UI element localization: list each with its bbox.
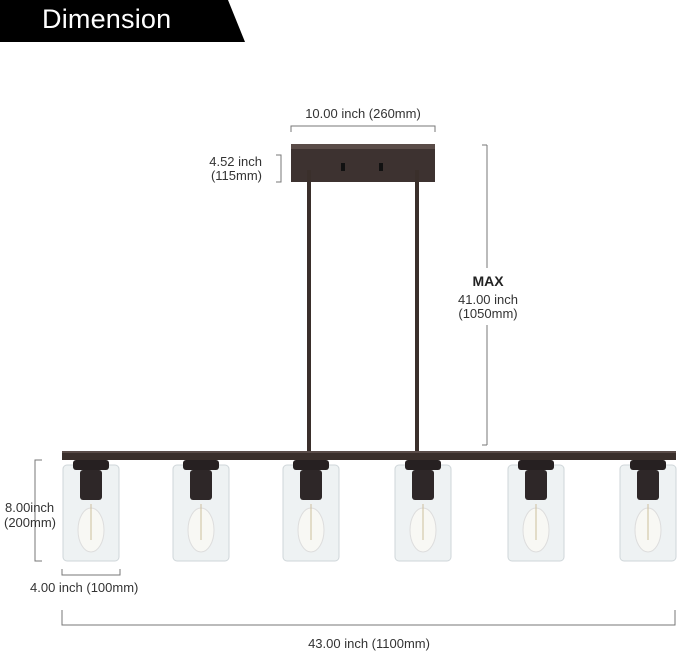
banner-shape — [0, 0, 245, 42]
canopy-height-label-1: 4.52 inch — [209, 154, 262, 169]
canopy-width-label: 10.00 inch (260mm) — [305, 106, 421, 121]
canopy — [291, 144, 435, 182]
max-height-label-1: 41.00 inch — [458, 292, 518, 307]
main-bar — [62, 451, 676, 460]
max-height-label-2: (1050mm) — [458, 306, 518, 321]
dimension-lines — [34, 125, 676, 626]
shade-height-label-2: (200mm) — [4, 515, 57, 530]
page-title: Dimension — [42, 4, 172, 34]
max-label: MAX — [472, 273, 504, 289]
total-width-label: 43.00 inch (1100mm) — [308, 636, 430, 651]
canopy-height-label-2: (115mm) — [210, 168, 262, 183]
lights — [62, 460, 677, 562]
shade-height-label-1: 8.00inch — [5, 500, 55, 515]
title-banner: Dimension — [0, 0, 245, 42]
shade-width-label: 4.00 inch (100mm) — [30, 580, 139, 595]
